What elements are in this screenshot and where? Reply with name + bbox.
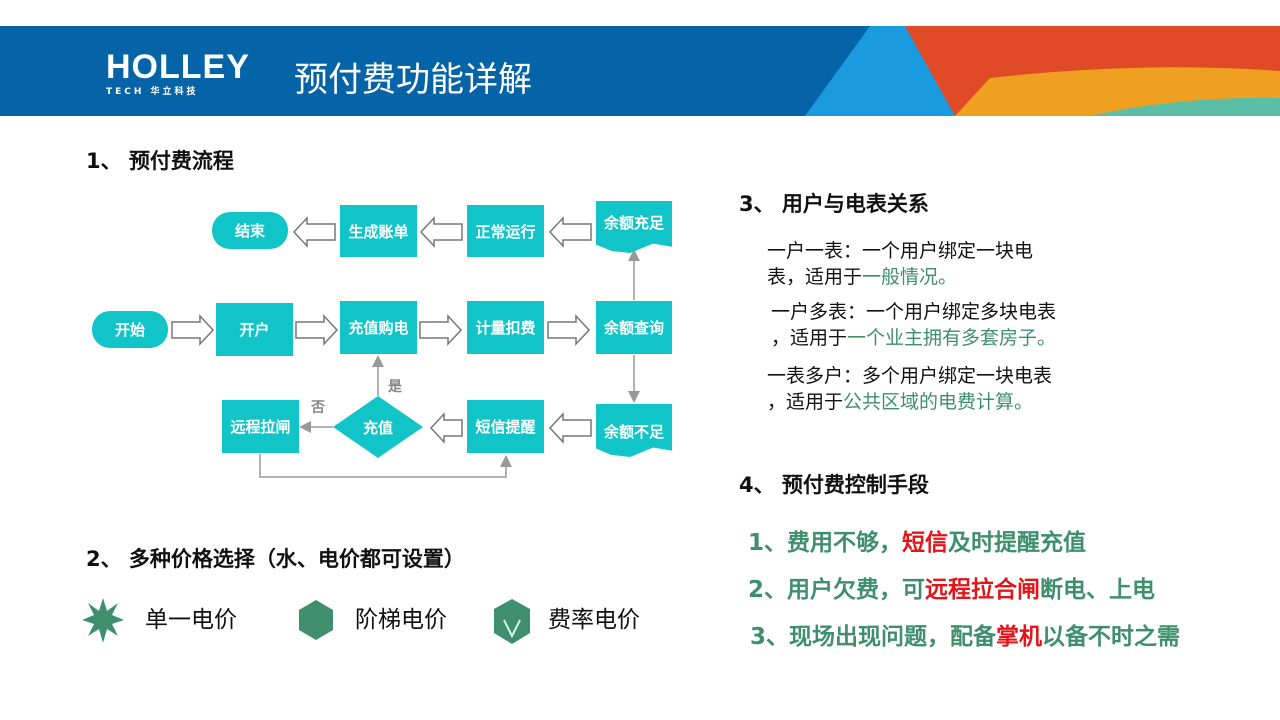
node-query: 余额查询 (596, 301, 672, 354)
control-item: 3、现场出现问题，配备掌机以备不时之需 (750, 624, 1181, 650)
price-single: 单一电价 (145, 607, 237, 633)
node-end: 结束 (212, 212, 288, 249)
hollow-arrow-right (419, 314, 463, 346)
node-open: 开户 (216, 303, 293, 356)
holley-logo: HOLLEY TECH 华立科技 (106, 48, 250, 97)
section2-heading: 2、 多种价格选择（水、电价都可设置） (86, 547, 465, 571)
relation-item: 一户一表：一个用户绑定一块电表，适用于一般情况。 (767, 240, 1034, 288)
section1-heading: 1、 预付费流程 (86, 149, 234, 173)
node-start: 开始 (92, 311, 168, 348)
hollow-arrow-left (429, 412, 463, 444)
node-run: 正常运行 (467, 205, 544, 257)
page-title: 预付费功能详解 (294, 60, 532, 100)
recharge-decision-diamond (333, 396, 423, 458)
node-sms: 短信提醒 (467, 400, 544, 453)
hollow-arrow-left (548, 216, 592, 248)
node-bill: 生成账单 (340, 205, 417, 257)
section4-heading: 4、 预付费控制手段 (739, 473, 929, 497)
section3-heading: 3、 用户与电表关系 (739, 192, 929, 216)
node-meter: 计量扣费 (467, 301, 544, 354)
relation-item: 一户多表：一个用户绑定多块电表，适用于一个业主拥有多套房子。 (771, 301, 1057, 349)
price-tiered: 阶梯电价 (355, 607, 447, 633)
header-banner: HOLLEY TECH 华立科技 预付费功能详解 (0, 26, 1280, 116)
hollow-arrow-right (547, 314, 591, 346)
decorative-swoosh (805, 26, 1280, 116)
control-item: 1、费用不够，短信及时提醒充值 (748, 530, 1087, 556)
node-cutoff: 远程拉闸 (222, 400, 299, 453)
hollow-arrow-left (292, 216, 336, 248)
price-rate: 费率电价 (548, 607, 640, 633)
hollow-arrow-left (548, 412, 592, 444)
hollow-arrow-right (295, 314, 339, 346)
node-recharge: 充值 (362, 418, 393, 437)
node-enough: 余额充足 (596, 201, 672, 253)
hollow-arrow-left (419, 216, 463, 248)
no-label: 否 (311, 400, 325, 416)
yes-label: 是 (388, 379, 402, 395)
node-recharge-buy: 充值购电 (340, 301, 417, 354)
node-low: 余额不足 (596, 404, 672, 457)
hollow-arrow-right (171, 314, 215, 346)
relation-item: 一表多户：多个用户绑定一块电表，适用于公共区域的电费计算。 (767, 365, 1053, 413)
control-item: 2、用户欠费，可远程拉合闸断电、上电 (748, 577, 1156, 603)
